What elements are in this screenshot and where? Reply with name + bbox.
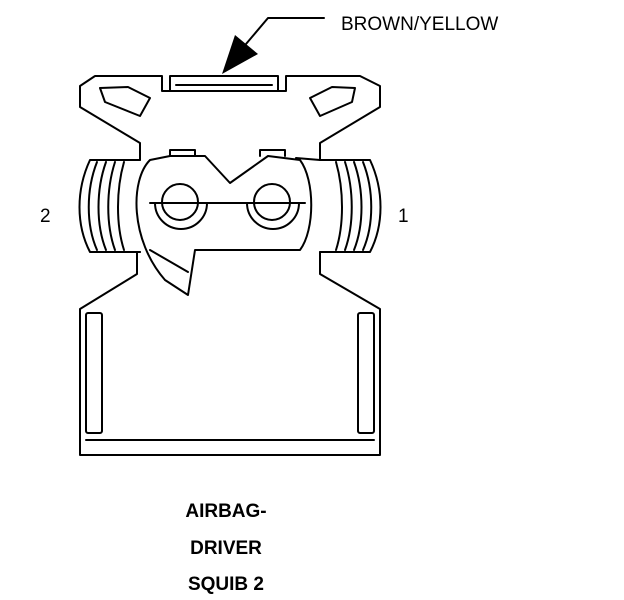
right-latch-ribs [319,159,382,253]
callout-leader-line [245,17,325,45]
connector-housing-outline [79,75,381,456]
caption-line-3: SQUIB 2 [188,574,264,595]
left-corner-window [99,86,151,117]
connector-caption: AIRBAG- DRIVER SQUIB 2 [185,501,266,595]
pin-2-cavity [154,183,208,230]
caption-line-2: DRIVER [190,538,262,559]
wire-callout: BROWN/YELLOW [222,14,498,74]
wire-color-label: BROWN/YELLOW [341,14,498,35]
left-latch-ribs [78,159,141,253]
pin-1-cavity [246,183,300,230]
right-corner-window [309,86,356,117]
callout-arrowhead [222,35,258,74]
left-skirt-slot [85,312,103,434]
terminal-cavity [135,149,313,296]
pin-label-left: 2 [40,206,51,227]
pin-label-right: 1 [398,206,409,227]
caption-line-1: AIRBAG- [185,501,266,522]
latch-tab [169,75,279,91]
right-skirt-slot [357,312,375,434]
